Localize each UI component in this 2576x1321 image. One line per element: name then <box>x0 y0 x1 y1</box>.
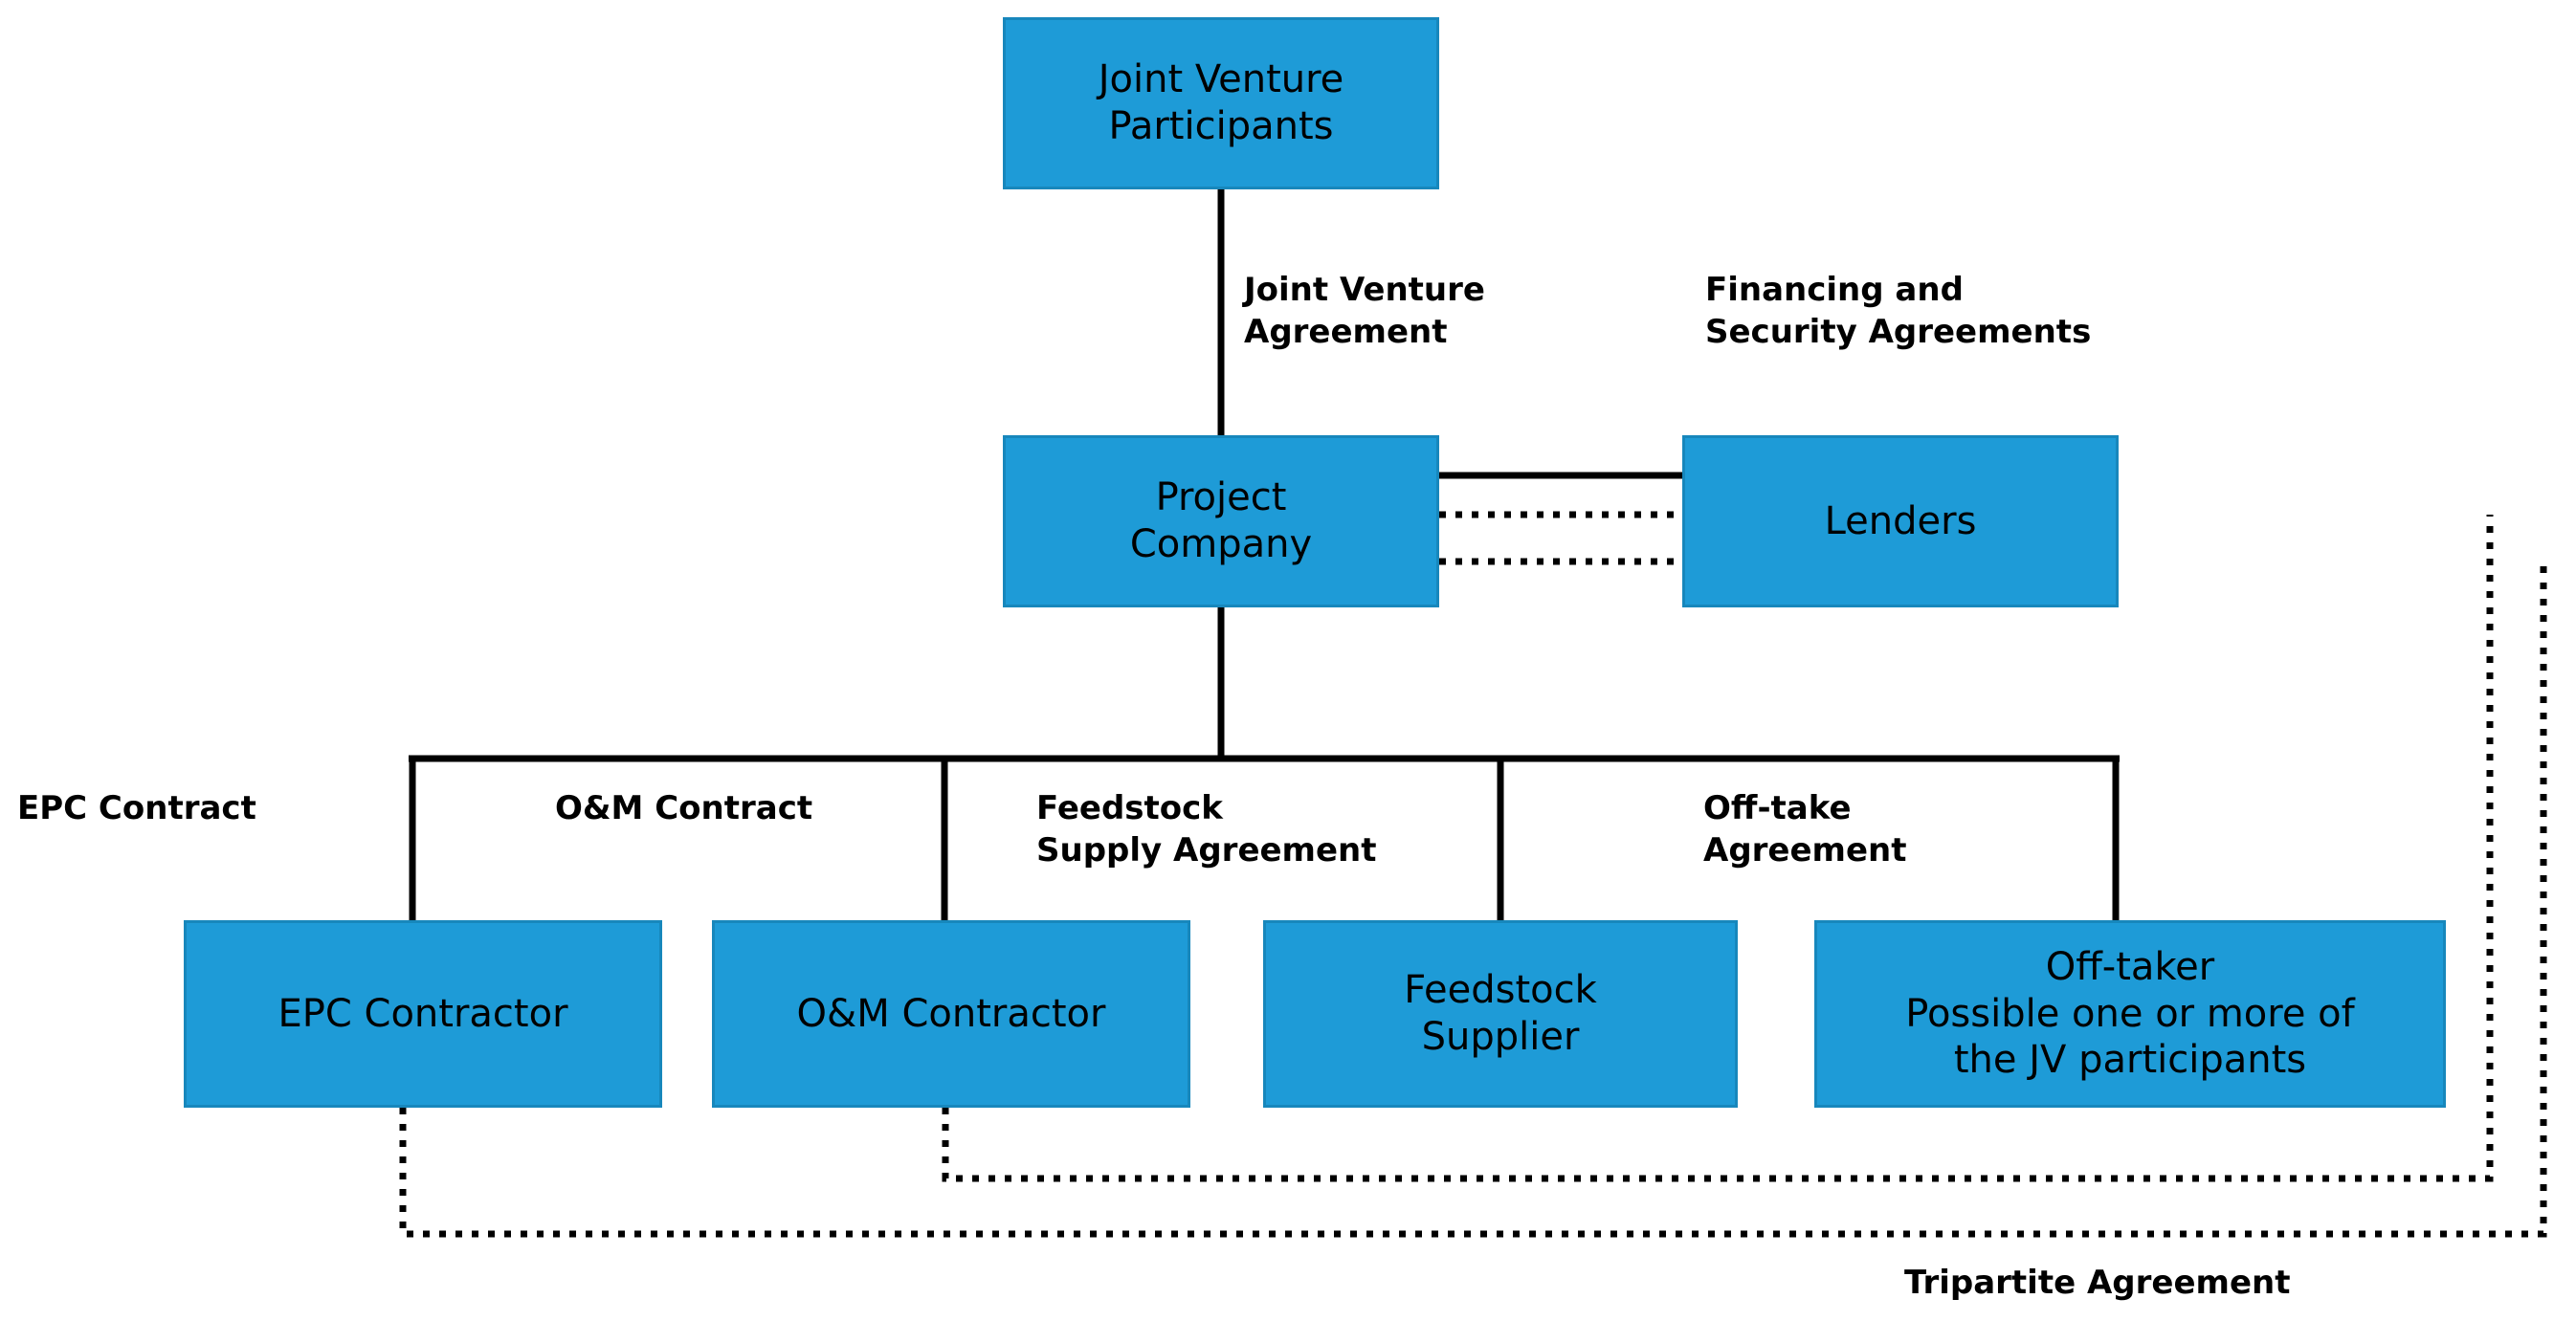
node-label-line: Feedstock <box>1404 968 1597 1013</box>
edge-label-tripartite-agreement: Tripartite Agreement <box>1904 1264 2291 1302</box>
node-label-line: O&M Contractor <box>796 991 1106 1036</box>
node-label-line: Participants <box>1108 104 1334 148</box>
connector-tripartite-epc-to-lenders <box>399 561 2547 1238</box>
node-label-line: Supplier <box>1421 1015 1580 1059</box>
edge-label-om-contract: O&M Contract <box>555 789 813 827</box>
node-label-line: EPC Contractor <box>278 991 568 1036</box>
node-label-line: the JV participants <box>1953 1038 2307 1083</box>
node-label-line: Joint Venture <box>1098 57 1344 102</box>
node-label-line: Lenders <box>1824 498 1977 543</box>
node-label-line: Off-taker <box>2045 944 2215 989</box>
node-lenders[interactable]: Lenders <box>1682 435 2119 607</box>
node-project-company[interactable]: Project Company <box>1003 435 1439 607</box>
edge-label-epc-contract: EPC Contract <box>17 789 256 827</box>
connector-tripartite-om-to-lenders <box>942 515 2494 1182</box>
edge-label-off-take-agreement: Off-take Agreement <box>1703 789 1907 870</box>
node-off-taker[interactable]: Off-taker Possible one or more of the JV… <box>1814 920 2446 1108</box>
node-label-line: Company <box>1129 522 1313 566</box>
edge-label-financing-and-security-agreements: Financing and Security Agreements <box>1705 271 2092 351</box>
node-label-line: Possible one or more of <box>1905 991 2355 1036</box>
node-feedstock-supplier[interactable]: Feedstock Supplier <box>1263 920 1738 1108</box>
node-label-line: Project <box>1155 475 1287 520</box>
edge-label-feedstock-supply-agreement: Feedstock Supply Agreement <box>1036 789 1377 870</box>
node-epc-contractor[interactable]: EPC Contractor <box>184 920 662 1108</box>
node-om-contractor[interactable]: O&M Contractor <box>712 920 1190 1108</box>
edge-label-joint-venture-agreement: Joint Venture Agreement <box>1244 271 1485 351</box>
node-joint-venture-participants[interactable]: Joint Venture Participants <box>1003 17 1439 189</box>
